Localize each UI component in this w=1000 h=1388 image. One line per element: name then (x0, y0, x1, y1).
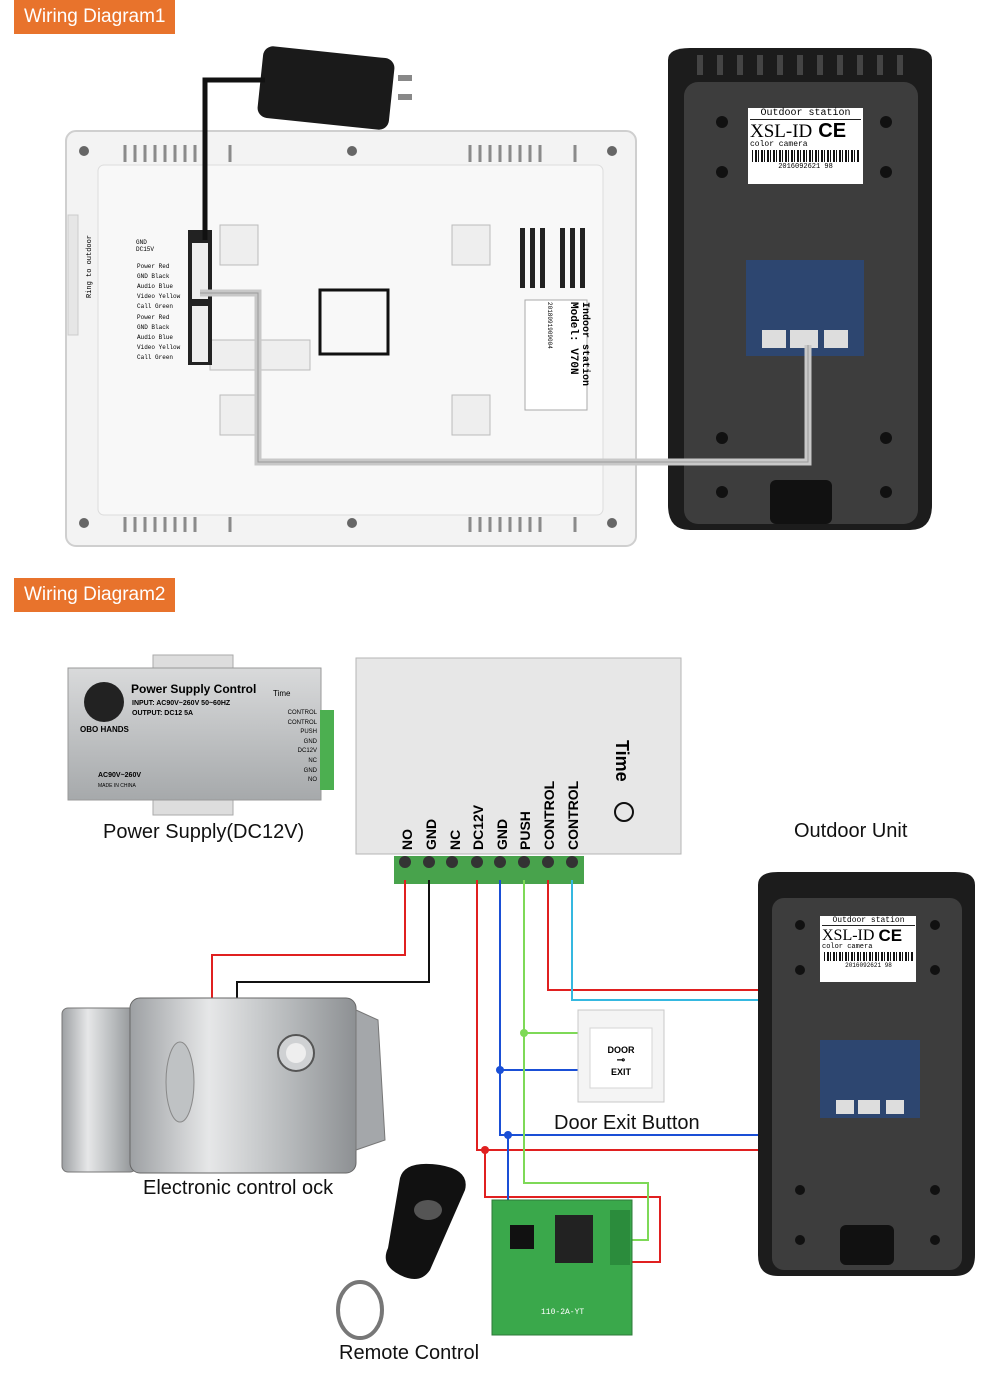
wire-color-label: Black (151, 273, 170, 280)
psu-terminal: DC12V (297, 748, 317, 755)
psu-terminal: NO (308, 777, 317, 784)
barcode (752, 150, 859, 162)
outdoor-station-1 (668, 48, 932, 530)
wire-color-label: Red (158, 314, 170, 321)
zoom-terminal-nc: NC (447, 829, 463, 850)
ce-mark: CE (878, 926, 903, 945)
terminal-label: Video (137, 344, 156, 351)
terminal-label: GND (137, 273, 148, 280)
indoor-terminal-labels-2: Power Red GND Black Audio Blue Video Yel… (137, 313, 180, 363)
zoom-terminal-dc12v: DC12V (470, 804, 486, 850)
indoor-terminal-labels-1: Power Red GND Black Audio Blue Video Yel… (137, 262, 180, 312)
terminal-label: Call (137, 303, 152, 310)
psu-terminal: GND (303, 738, 317, 745)
wire-color-label: Green (155, 303, 174, 310)
psu-terminal: NC (308, 757, 317, 764)
sticker-serial: 2018091909004 (546, 302, 553, 349)
outdoor-serial: 2016092621 98 (845, 962, 892, 969)
receiver-board (491, 1199, 633, 1336)
outdoor-title: Outdoor station (822, 916, 915, 926)
indoor-power-terminal: GND DC15V (136, 239, 154, 253)
wire-color-label: Red (158, 263, 170, 270)
psu-time-label: Time (273, 689, 291, 698)
zoom-terminal-gnd2: GND (494, 818, 510, 850)
psu-zoom-time-label: Time (612, 740, 632, 782)
power-adapter (257, 46, 412, 130)
section1-title: Wiring Diagram1 (14, 0, 176, 34)
outdoor-brand: XSL-ID (822, 927, 875, 944)
psu-title: Power Supply Control (131, 682, 257, 696)
exit-button-line1: DOOR (607, 1045, 635, 1055)
outdoor-subtitle: color camera (750, 140, 808, 149)
psu-made-in: MADE IN CHINA (98, 783, 136, 789)
zoom-terminal-control: CONTROL (541, 780, 557, 850)
psu-terminal: PUSH (300, 729, 317, 736)
section2-title: Wiring Diagram2 (14, 578, 176, 612)
power-supply-caption: Power Supply(DC12V) (103, 821, 305, 843)
outdoor-label-2: Outdoor station XSL-ID CE color camera 2… (822, 916, 915, 969)
outdoor-subtitle: color camera (822, 943, 873, 951)
exit-button-line2: EXIT (610, 1067, 631, 1077)
lock-label: Electronic control ock (143, 1177, 334, 1199)
psu-terminal: GND (303, 767, 317, 774)
outdoor-serial: 2016092621 98 (778, 163, 833, 171)
zoom-terminal-push: PUSH (517, 811, 533, 850)
indoor-monitor (65, 130, 637, 547)
terminal-label: Call (137, 354, 152, 361)
remote-control (336, 1163, 466, 1340)
terminal-gnd-label: GND (136, 239, 147, 246)
outdoor-label-1: Outdoor station XSL-ID CE color camera 2… (750, 108, 861, 171)
terminal-label: Audio (137, 283, 156, 290)
indoor-sticker: Indoor station Model: V70N 2018091909004 (546, 302, 590, 408)
psu-terminal: CONTROL (287, 719, 317, 726)
terminal-dc15v-label: DC15V (136, 246, 155, 253)
zoom-terminal-no: NO (399, 829, 415, 850)
psu-terminal: CONTROL (287, 710, 317, 716)
ring-to-outdoor-label: Ring to outdoor (86, 234, 94, 298)
terminal-label: GND (137, 324, 148, 331)
outdoor-station-2 (758, 872, 975, 1276)
power-supply-zoom (355, 657, 682, 884)
terminal-label: Power (137, 263, 156, 270)
terminal-label: Video (137, 293, 156, 300)
sticker-title: Indoor station (579, 302, 590, 387)
outdoor-brand: XSL-ID (750, 120, 813, 142)
wire-color-label: Blue (158, 334, 174, 341)
wire-color-label: Yellow (158, 344, 181, 351)
key-icon: ⊸ (616, 1055, 626, 1066)
power-supply-box (67, 654, 334, 816)
sticker-model: Model: V70N (567, 302, 579, 375)
psu-brand: OBO HANDS (80, 725, 129, 734)
zoom-terminal-control2: CONTROL (565, 780, 581, 850)
receiver-board-label: 110-2A-YT (541, 1308, 585, 1317)
wire-color-label: Black (151, 324, 170, 331)
psu-terminal-list: CONTROL CONTROL PUSH GND DC12V NC GND NO (283, 709, 317, 786)
outdoor-title: Outdoor station (750, 108, 861, 120)
psu-output: OUTPUT: DC12 5A (132, 710, 194, 717)
psu-input: INPUT: AC90V~260V 50~60HZ (132, 700, 231, 707)
zoom-terminal-gnd: GND (423, 818, 439, 850)
door-exit-label: Door Exit Button (554, 1112, 700, 1134)
wire-color-label: Blue (158, 283, 174, 290)
barcode (824, 952, 913, 961)
exit-button-text: DOOR ⊸ EXIT (596, 1044, 646, 1078)
ce-mark: CE (818, 120, 847, 142)
electronic-lock (61, 997, 386, 1174)
terminal-label: Power (137, 314, 156, 321)
wire-color-label: Green (155, 354, 174, 361)
remote-label: Remote Control (339, 1342, 480, 1364)
outdoor-unit-label: Outdoor Unit (794, 820, 908, 842)
psu-ac-label: AC90V~260V (98, 772, 142, 779)
terminal-label: Audio (137, 334, 156, 341)
door-exit-button (577, 1009, 665, 1103)
wire-color-label: Yellow (158, 293, 181, 300)
